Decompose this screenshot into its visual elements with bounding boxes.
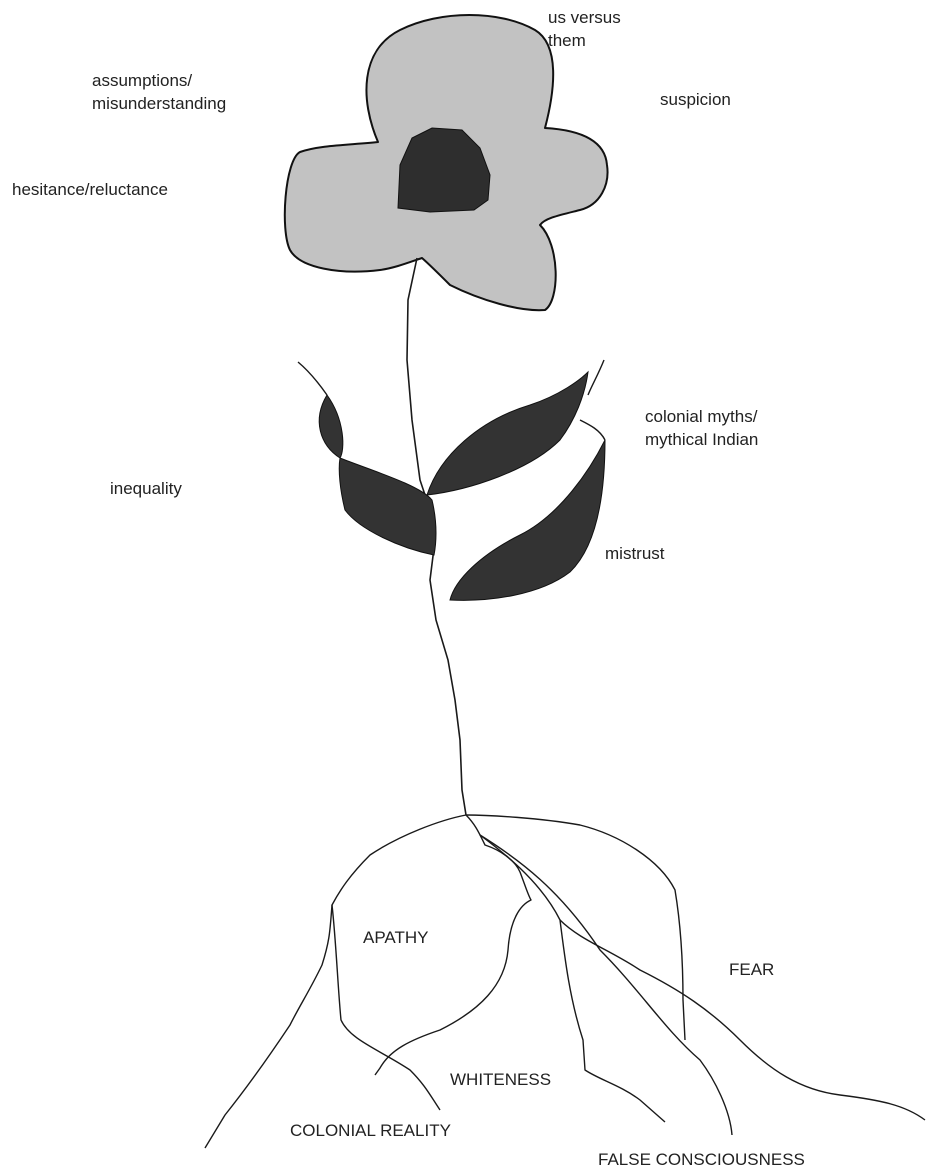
- label-assumptions-line1: assumptions/: [92, 69, 226, 92]
- label-false-consciousness: FALSE CONSCIOUSNESS: [598, 1150, 805, 1170]
- label-assumptions-line2: misunderstanding: [92, 92, 226, 115]
- label-mistrust: mistrust: [605, 542, 665, 565]
- label-colonial-myths-line2: mythical Indian: [645, 428, 758, 451]
- label-us-versus-them-line2: them: [548, 29, 621, 52]
- roots: [205, 815, 925, 1148]
- leaf-outline-left: [298, 362, 327, 395]
- leaf-upper-left: [319, 395, 343, 458]
- label-inequality-line1: inequality: [110, 477, 182, 500]
- label-whiteness: WHITENESS: [450, 1070, 551, 1090]
- label-colonial-myths-line1: colonial myths/: [645, 405, 758, 428]
- label-hesitance: hesitance/reluctance: [12, 178, 168, 201]
- label-suspicion: suspicion: [660, 88, 731, 111]
- label-mistrust-line1: mistrust: [605, 542, 665, 565]
- leaf-lower-left: [339, 458, 436, 555]
- label-us-versus-them-line1: us versus: [548, 6, 621, 29]
- label-apathy: APATHY: [363, 928, 429, 948]
- leaf-outline-right-upper: [588, 360, 604, 395]
- label-assumptions: assumptions/ misunderstanding: [92, 69, 226, 115]
- label-hesitance-line1: hesitance/reluctance: [12, 178, 168, 201]
- label-colonial-reality: COLONIAL REALITY: [290, 1121, 451, 1141]
- leaf-upper-right: [427, 372, 588, 495]
- label-colonial-myths: colonial myths/ mythical Indian: [645, 405, 758, 451]
- label-fear: FEAR: [729, 960, 774, 980]
- label-us-versus-them: us versus them: [548, 6, 621, 52]
- label-inequality: inequality: [110, 477, 182, 500]
- leaf-outline-right-lower: [580, 420, 605, 440]
- label-suspicion-line1: suspicion: [660, 88, 731, 111]
